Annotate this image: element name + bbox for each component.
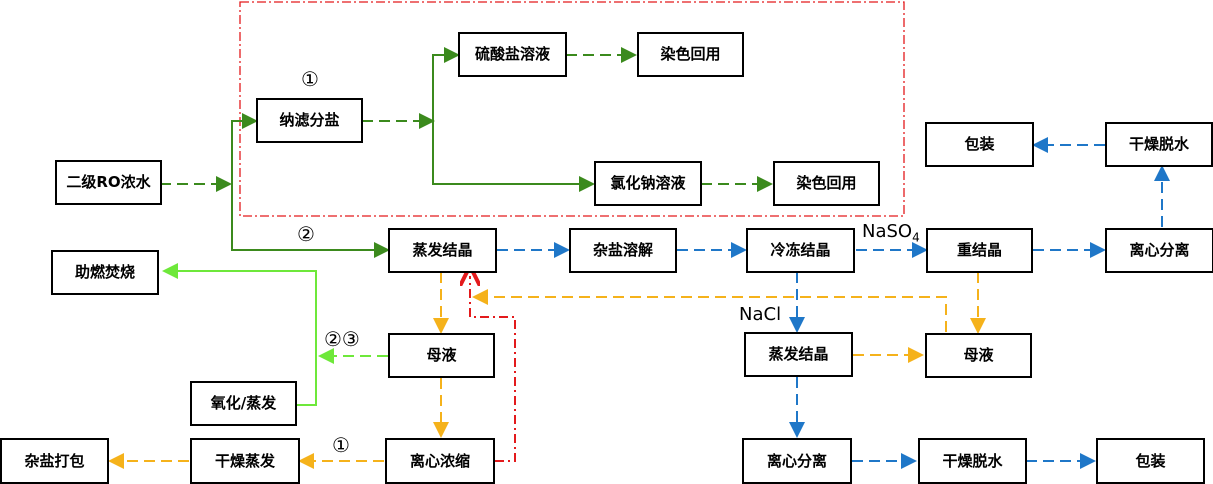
- node-mixed-salt-packing: 杂盐打包: [0, 438, 109, 484]
- edge-centrifuge-return: [470, 276, 516, 462]
- edge-mother2-return: [472, 289, 947, 332]
- label-naso4: NaSO4: [862, 221, 920, 245]
- node-ro-concentrate: 二级RO浓水: [55, 160, 162, 205]
- node-packaging-2: 包装: [1096, 438, 1205, 484]
- node-dry-evaporation: 干燥蒸发: [190, 438, 300, 484]
- node-dye-reuse-2: 染色回用: [773, 161, 880, 206]
- node-sulfate-solution: 硫酸盐溶液: [458, 32, 567, 77]
- node-freeze-crystallization: 冷冻结晶: [746, 228, 855, 273]
- node-dye-reuse-1: 染色回用: [637, 32, 744, 77]
- node-centrifuge-1: 离心分离: [1105, 228, 1213, 273]
- nanofiltration-boundary: [239, 1, 905, 217]
- label-route-1-top: ①: [301, 67, 319, 91]
- label-route-1-bottom: ①: [332, 433, 350, 457]
- node-evaporative-crystallization-2: 蒸发结晶: [744, 332, 853, 377]
- node-centrifuge-concentrate: 离心浓缩: [385, 438, 495, 484]
- node-oxidation-evaporation: 氧化/蒸发: [190, 381, 297, 426]
- node-dry-dewater-1: 干燥脱水: [1105, 122, 1213, 167]
- node-combustion: 助燃焚烧: [51, 250, 159, 295]
- node-evaporative-crystallization-1: 蒸发结晶: [388, 228, 497, 273]
- node-centrifuge-2: 离心分离: [742, 438, 852, 484]
- node-mother-liquor-1: 母液: [388, 333, 495, 378]
- edge-junction-to-nacl: [432, 121, 595, 192]
- node-mixed-salt-dissolution: 杂盐溶解: [569, 228, 677, 273]
- edge-junction-to-sulfate: [432, 47, 460, 121]
- node-packaging-1: 包装: [925, 122, 1034, 167]
- edge-split-to-evap: [231, 183, 390, 258]
- node-recrystallization: 重结晶: [926, 228, 1033, 273]
- node-dry-dewater-2: 干燥脱水: [918, 438, 1027, 484]
- node-nacl-solution: 氯化钠溶液: [594, 161, 702, 206]
- label-route-2-3: ②③: [324, 327, 360, 351]
- node-nanofiltration: 纳滤分盐: [256, 98, 363, 143]
- label-route-2: ②: [297, 222, 315, 246]
- node-mother-liquor-2: 母液: [925, 333, 1032, 378]
- edge-split-to-combustion: [162, 263, 317, 356]
- edge-split-to-oxidation: [297, 356, 317, 406]
- edge-split-to-nf: [231, 113, 258, 183]
- label-nacl: NaCl: [739, 304, 782, 325]
